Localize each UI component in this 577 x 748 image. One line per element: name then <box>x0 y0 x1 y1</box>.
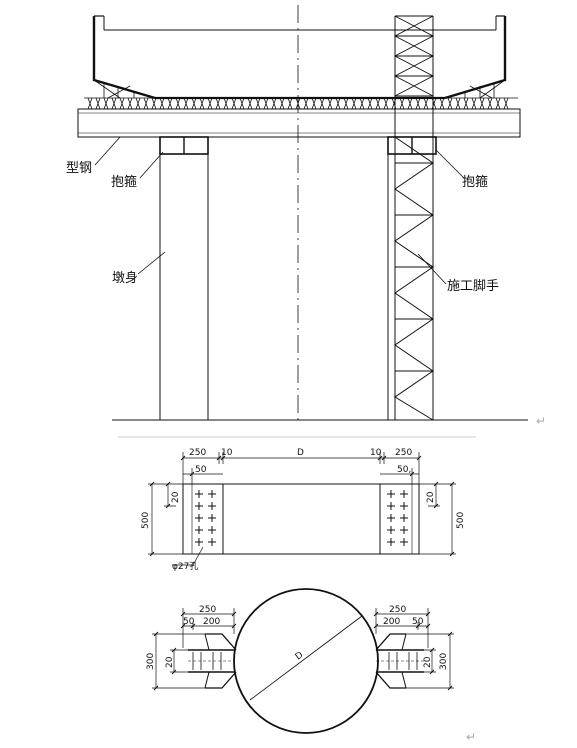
hoop-elevation-detail <box>148 452 456 566</box>
dim-plan-200-left: 200 <box>203 617 220 627</box>
dim-elev-10-left: 10 <box>221 448 233 458</box>
scaffold-tower <box>394 15 434 421</box>
dim-elev-50-right: 50, <box>397 465 411 475</box>
plan-flange-right <box>375 633 424 689</box>
dim-plan-diameter: D <box>294 650 306 662</box>
girder-formwork <box>92 15 507 100</box>
pier-elevation-view <box>77 5 528 421</box>
bolt-holes-right <box>387 490 408 546</box>
label-scaffold: 施工脚手 <box>447 278 499 294</box>
hoop-clamp-left <box>159 136 209 155</box>
dim-elev-20-left: 20 <box>171 491 181 503</box>
timber-batten-row <box>84 97 518 110</box>
dim-plan-300-left: 300 <box>146 653 156 670</box>
dim-elev-500-left: 500 <box>141 512 151 529</box>
dim-plan-20-left: 20 <box>165 656 175 668</box>
dim-elev-250-left: 250 <box>189 448 206 458</box>
label-steel-beam: 型钢 <box>66 161 92 176</box>
plan-flange-left <box>188 633 237 689</box>
dim-elev-20-right: 20 <box>426 491 436 503</box>
hoop-clamp-right <box>387 136 437 155</box>
label-hoop-right: 抱箍 <box>462 174 488 190</box>
dim-elev-50-left: 50 <box>195 465 207 475</box>
pier-section-circle <box>233 588 379 734</box>
dim-plan-300-right: 300 <box>439 653 449 670</box>
hoop-plan-detail <box>152 588 454 734</box>
label-pier-body: 墩身 <box>112 270 138 286</box>
pier-body <box>159 137 389 420</box>
dim-plan-20-right: 20 <box>423 656 433 668</box>
dim-elev-D: D <box>297 448 304 458</box>
dim-elev-10-right: 10 <box>370 448 382 458</box>
dim-plan-50-left: 50 <box>183 617 195 627</box>
steel-beam <box>77 108 521 138</box>
bolt-holes-left <box>195 490 216 546</box>
dim-plan-200-right: 200 <box>383 617 400 627</box>
dim-plan-50-right: 50 <box>412 617 424 627</box>
dim-plan-250-right: 250 <box>389 605 406 615</box>
dim-elev-250-right: 250 <box>395 448 412 458</box>
dim-elev-500-right: 500 <box>456 512 466 529</box>
label-hoop-left: 抱箍 <box>111 174 137 190</box>
hole-note: φ27孔 <box>172 561 198 572</box>
paragraph-mark: ↵ <box>466 730 476 744</box>
dim-plan-250-left: 250 <box>199 605 216 615</box>
paragraph-mark: ↵ <box>536 414 546 428</box>
